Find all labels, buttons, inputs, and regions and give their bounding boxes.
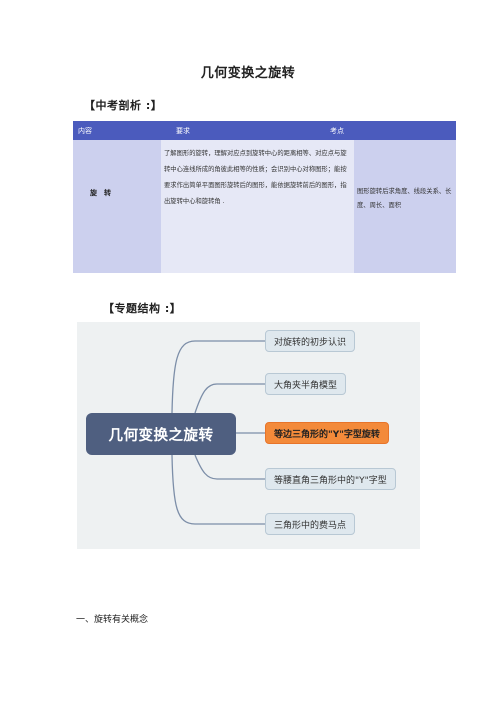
table-cell-blank <box>73 140 90 273</box>
mind-map-topic-2: 大角夹半角模型 <box>265 373 347 395</box>
table-cell-points: 图形旋转后求角度、线段关系、长度、周长、面积 <box>355 140 456 273</box>
section-heading-one: 一、旋转有关概念 <box>76 615 149 625</box>
mind-map-topic-1: 对旋转的初步认识 <box>265 330 356 352</box>
mind-map-central-topic: 几何变换之旋转 <box>86 413 236 455</box>
analysis-table: 内容 要求 考点 旋 转 了解图形的旋转，理解对应点到旋转中心的距离相等、对应点… <box>73 121 456 273</box>
requirement-text: 了解图形的旋转，理解对应点到旋转中心的距离相等、对应点与旋转中心连线所成的角彼此… <box>164 150 347 205</box>
header-requirement: 要求 <box>176 127 190 135</box>
header-points: 考点 <box>330 127 344 135</box>
page-title: 几何变换之旋转 <box>200 66 296 81</box>
header-content: 内容 <box>78 127 92 135</box>
table-row: 旋 转 了解图形的旋转，理解对应点到旋转中心的距离相等、对应点与旋转中心连线所成… <box>73 140 456 273</box>
table-cell-requirement: 了解图形的旋转，理解对应点到旋转中心的距离相等、对应点与旋转中心连线所成的角彼此… <box>161 140 354 273</box>
points-text: 图形旋转后求角度、线段关系、长度、周长、面积 <box>357 188 452 209</box>
section-heading-structure: 【专题结构 :】 <box>103 302 182 315</box>
content-text: 旋 转 <box>90 189 111 197</box>
table-cell-content: 旋 转 <box>90 140 160 273</box>
mind-map-topic-5: 三角形中的费马点 <box>265 513 356 535</box>
mind-map-topic-4: 等腰直角三角形中的"Y"字型 <box>265 468 396 490</box>
mind-map-topic-3-highlighted: 等边三角形的"Y"字型旋转 <box>265 422 389 444</box>
table-header-row: 内容 要求 考点 <box>73 121 456 140</box>
mind-map-connectors <box>171 340 265 525</box>
mind-map: 几何变换之旋转 对旋转的初步认识 大角夹半角模型 等边三角形的"Y"字型旋转 等… <box>77 322 420 549</box>
section-heading-analysis: 【中考剖析 :】 <box>84 99 163 112</box>
